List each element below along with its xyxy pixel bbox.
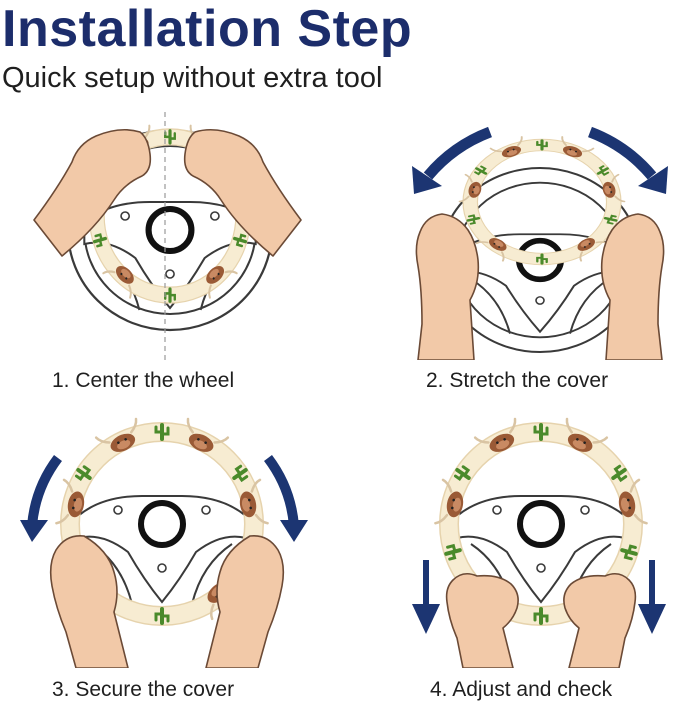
page-title: Installation Step <box>2 0 413 58</box>
right-hand-icon <box>600 213 665 360</box>
step-2-label: 2. Stretch the cover <box>426 369 609 392</box>
left-hand-icon <box>49 534 129 668</box>
left-hand-icon <box>445 572 519 668</box>
steering-wheel-illustration <box>20 408 308 668</box>
right-hand-icon <box>205 534 285 668</box>
right-hand-icon <box>563 572 637 668</box>
steering-wheel-illustration <box>412 408 666 668</box>
step-1-illustration <box>20 110 320 410</box>
arrow-right-icon <box>587 126 668 194</box>
arrow-down-right-icon <box>638 560 666 634</box>
arrow-left-icon <box>412 126 493 194</box>
left-hand-icon <box>415 213 480 360</box>
arrow-left-icon <box>20 454 63 542</box>
step-4-illustration <box>395 408 679 708</box>
right-hand-icon <box>183 128 302 257</box>
step-3-label: 3. Secure the cover <box>52 678 235 701</box>
steering-wheel-illustration <box>412 126 668 360</box>
left-hand-icon <box>33 128 152 257</box>
step-2-illustration <box>380 110 679 410</box>
arrow-right-icon <box>263 454 308 542</box>
arrow-down-left-icon <box>412 560 440 634</box>
steering-wheel-illustration <box>33 112 302 360</box>
page-subtitle: Quick setup without extra tool <box>2 62 383 94</box>
step-3-illustration <box>14 408 314 708</box>
step-1-label: 1. Center the wheel <box>52 369 235 392</box>
step-4-label: 4. Adjust and check <box>430 678 613 701</box>
